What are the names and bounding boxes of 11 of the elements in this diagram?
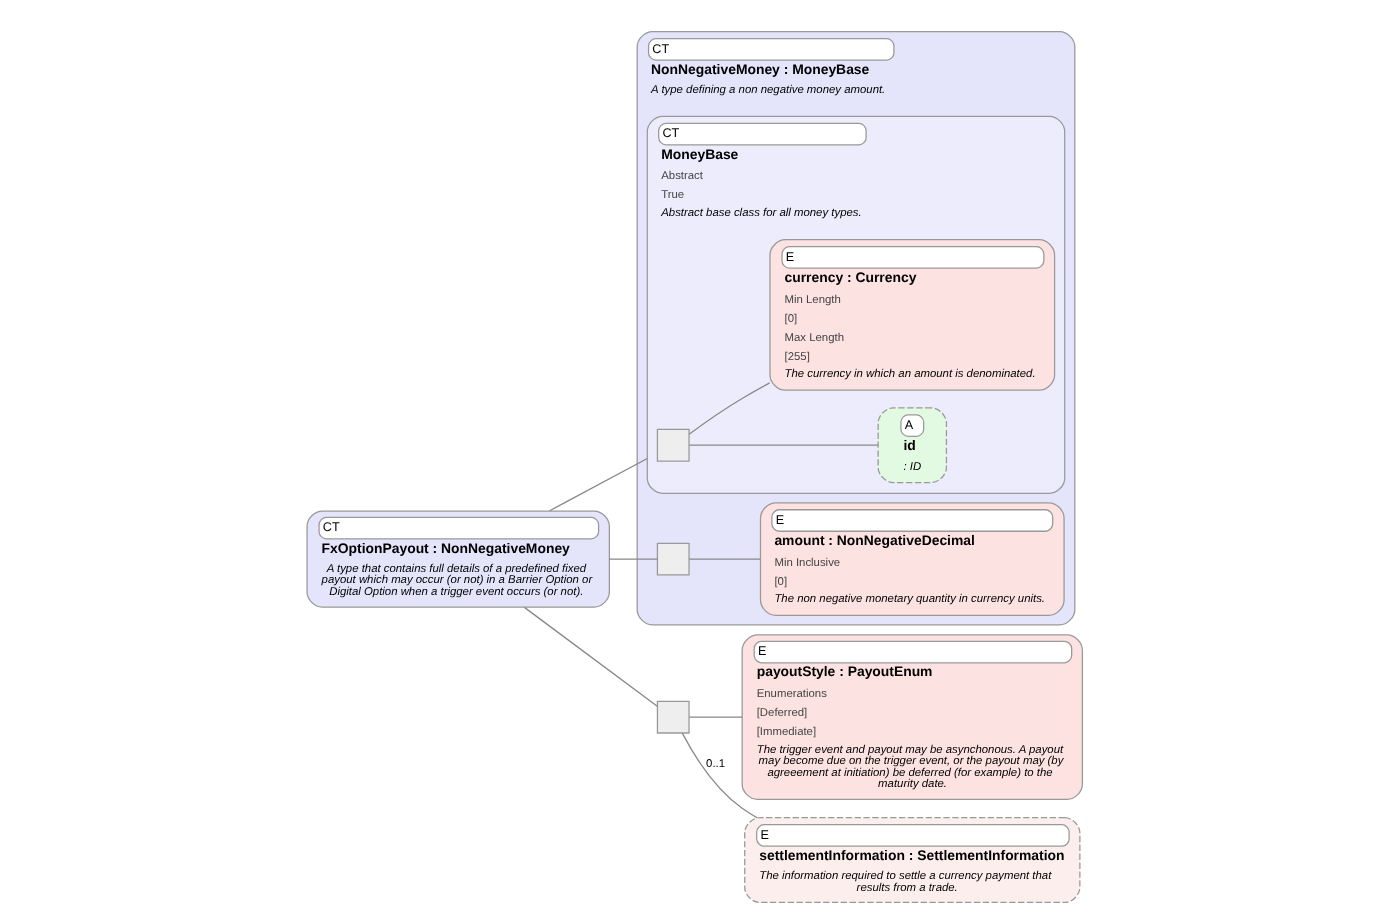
- connector: [547, 457, 647, 512]
- node-box: [655, 542, 689, 576]
- connector: [687, 558, 760, 560]
- connector: [680, 732, 757, 819]
- node-box: [655, 700, 689, 734]
- connector: [687, 444, 878, 446]
- node-box: [655, 428, 689, 462]
- connector: [687, 716, 742, 718]
- connector: [522, 606, 657, 707]
- connector: [687, 382, 770, 435]
- connector: [607, 558, 657, 560]
